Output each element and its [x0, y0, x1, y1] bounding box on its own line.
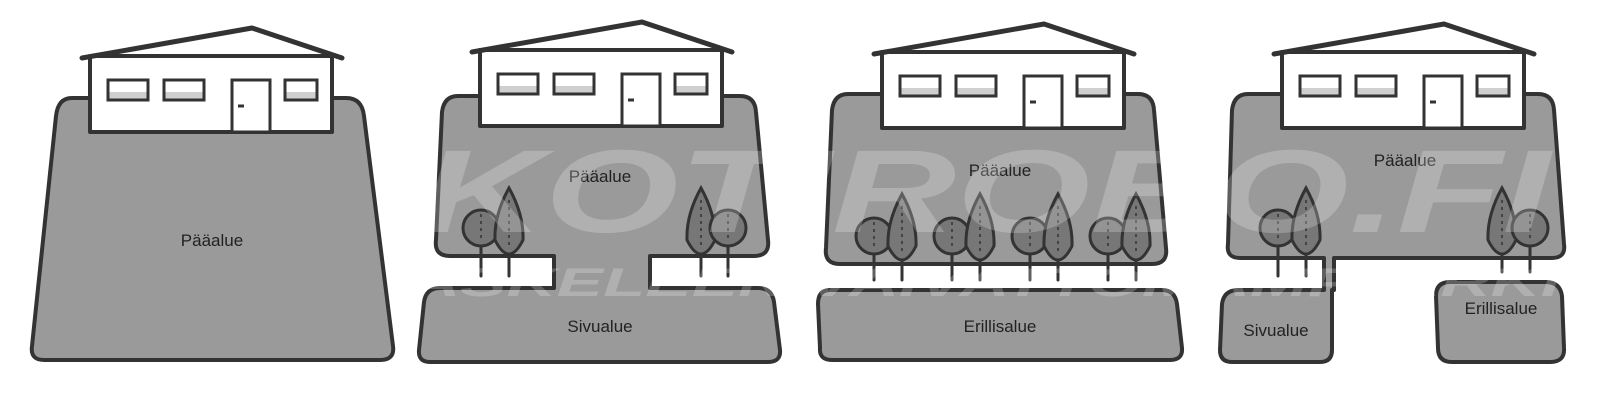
main-zone-label: Pääalue [569, 167, 631, 186]
panel-4-main-side-and-separate-zone: Pääalue Sivualue Erillisalue [1218, 21, 1567, 364]
house-roof [1271, 21, 1537, 57]
house-door [1422, 74, 1464, 130]
separate-zone-area [816, 288, 1185, 362]
side-zone-label: Sivualue [1243, 321, 1308, 340]
tree-row [854, 190, 1152, 282]
tree-group [1258, 184, 1322, 278]
main-zone-area [416, 94, 783, 364]
house [79, 25, 345, 134]
main-zone-label: Pääalue [1374, 151, 1436, 170]
house-door [230, 78, 272, 134]
panel-1-single-zone: Pääalue [29, 25, 396, 362]
main-zone-label: Pääalue [181, 231, 243, 250]
house [1271, 21, 1537, 130]
separate-zone-label: Erillisalue [964, 317, 1037, 336]
panel-2-main-and-side-zone: Pääalue Sivualue [416, 19, 783, 364]
panel-3-main-and-separate-zone: Pääalue Erillisalue [816, 21, 1185, 362]
house-door [1022, 74, 1064, 130]
house [871, 21, 1137, 130]
main-zone-label: Pääalue [969, 161, 1031, 180]
house-roof [469, 19, 735, 55]
watermark-brand: KOTIROBO.FI [420, 126, 1553, 258]
house-door [620, 72, 662, 128]
house [469, 19, 735, 128]
tree-group [685, 184, 748, 278]
tree-group [1486, 184, 1550, 274]
separate-zone-area [1434, 280, 1567, 364]
side-zone-label: Sivualue [567, 317, 632, 336]
house-roof [871, 21, 1137, 57]
tree-group [461, 184, 525, 278]
watermark-tagline: ASKELEEN VAIVATTOMAMPI ARKI [408, 261, 1561, 305]
brand-watermark: KOTIROBO.FI ASKELEEN VAIVATTOMAMPI ARKI [408, 126, 1561, 305]
house-roof [79, 25, 345, 61]
main-zone-area [1218, 92, 1567, 364]
main-zone-area [29, 96, 396, 362]
separate-zone-label: Erillisalue [1465, 299, 1538, 318]
